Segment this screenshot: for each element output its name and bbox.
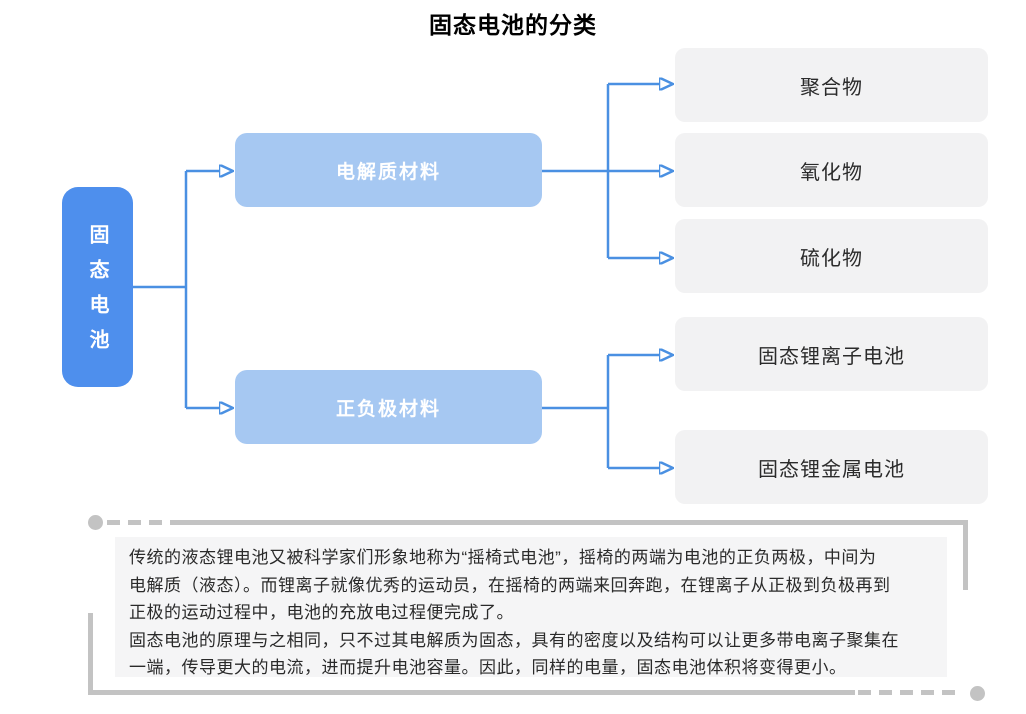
decor-line-top-right-vertical — [963, 520, 968, 590]
diagram-title: 固态电池的分类 — [429, 12, 597, 38]
decor-line-bottom — [88, 690, 855, 695]
decor-line-top — [179, 520, 968, 525]
decor-dashes-bottom — [858, 690, 962, 695]
note-line: 电解质（液态）。而锂离子就像优秀的运动员，在摇椅的两端来回奔跑，在锂离子从正极到… — [129, 575, 891, 595]
note-panel: 传统的液态锂电池又被科学家们形象地称为“摇椅式电池”，摇椅的两端为电池的正负两极… — [115, 537, 947, 677]
leaf-node-polymer: 聚合物 — [675, 48, 988, 122]
leaf-node-solid-li-metal-battery: 固态锂金属电池 — [675, 430, 988, 504]
note-line: 正极的运动过程中，电池的充放电过程便完成了。 — [129, 603, 514, 622]
note-line: 固态电池的原理与之相同，只不过其电解质为固态，具有的密度以及结构可以让更多带电离… — [129, 630, 899, 650]
leaf-node-oxide: 氧化物 — [675, 133, 988, 207]
decor-dashes-top — [107, 520, 179, 525]
branch-node-electrolyte-material: 电解质材料 — [235, 133, 542, 207]
leaf-node-sulfide: 硫化物 — [675, 219, 988, 293]
decor-dot-bottom-right — [970, 686, 985, 701]
root-node-solid-state-battery: 固态电池 — [62, 187, 133, 387]
branch-node-electrode-material: 正负极材料 — [235, 370, 542, 444]
decor-dot-top-left — [88, 515, 103, 530]
note-line: 一端，传导更大的电流，进而提升电池容量。因此，同样的电量，固态电池体积将变得更小… — [129, 658, 847, 677]
decor-line-bottom-left-vertical — [88, 613, 93, 695]
note-line: 传统的液态锂电池又被科学家们形象地称为“摇椅式电池”，摇椅的两端为电池的正负两极… — [129, 548, 877, 567]
leaf-node-solid-li-ion-battery: 固态锂离子电池 — [675, 317, 988, 391]
